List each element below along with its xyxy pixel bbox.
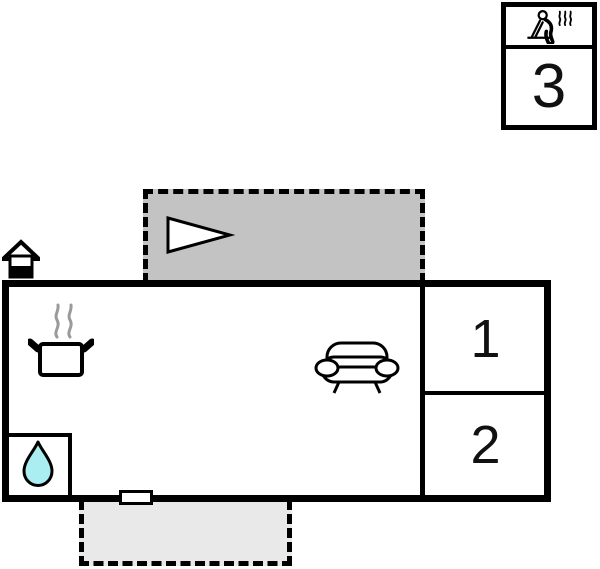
- steam-lines: [54, 303, 73, 339]
- annex-building: 3: [501, 2, 597, 130]
- terrace-bottom: [79, 500, 292, 566]
- cooking-pot-icon: [28, 303, 94, 379]
- wall-bedrooms-vertical: [420, 285, 425, 497]
- bedroom-1-number: 1: [470, 309, 501, 369]
- water-drop-icon: [21, 440, 55, 488]
- direction-arrow-icon: [165, 215, 235, 255]
- sauna-icon: [506, 7, 592, 49]
- main-building-outline: [2, 280, 551, 502]
- sofa-icon: [314, 339, 400, 395]
- wall-between-bedrooms: [425, 391, 546, 395]
- sauna-steam-lines: [558, 10, 573, 26]
- entrance-house-icon: [2, 239, 40, 280]
- wall-bathroom-top: [7, 433, 72, 437]
- door-marker: [119, 490, 153, 505]
- terrace-top: [143, 189, 425, 283]
- wall-bathroom-right: [68, 433, 72, 495]
- bedroom-2-number: 2: [470, 415, 501, 475]
- annex-room-number: 3: [531, 52, 567, 121]
